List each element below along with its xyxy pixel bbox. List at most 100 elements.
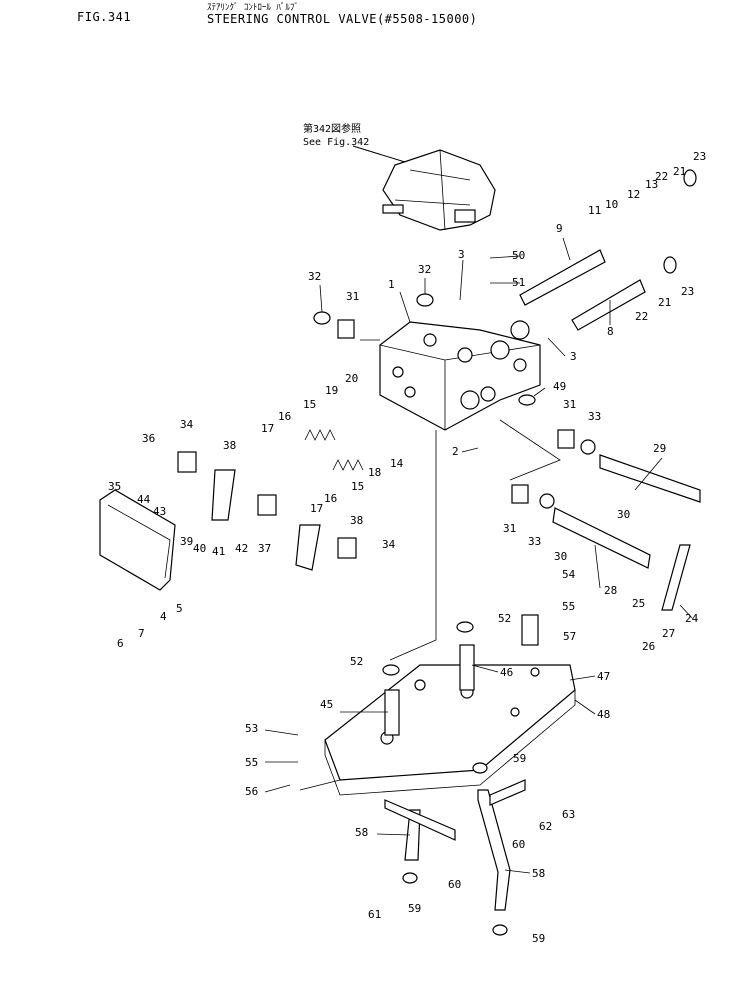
callout-13: 13 [645, 178, 658, 191]
callout-40: 40 [193, 542, 206, 555]
callout-59b: 59 [408, 902, 421, 915]
callout-21b: 21 [658, 296, 671, 309]
callout-3a: 3 [458, 248, 465, 261]
callout-5: 5 [176, 602, 183, 615]
callout-51: 51 [512, 276, 525, 289]
callout-3b: 3 [570, 350, 577, 363]
part-callouts: 1 2 3 3 5 6 7 4 8 9 10 11 12 13 14 15 15… [108, 150, 706, 945]
callout-37: 37 [258, 542, 271, 555]
callout-31a: 31 [346, 290, 359, 303]
callout-20: 20 [345, 372, 358, 385]
shaft-28 [552, 507, 651, 569]
reference-label-en: See Fig.342 [303, 137, 369, 148]
callout-30a: 30 [617, 508, 630, 521]
callout-55a: 55 [562, 600, 575, 613]
bracket-60-right [489, 779, 526, 806]
callout-42: 42 [235, 542, 248, 555]
callout-58b: 58 [532, 867, 545, 880]
oring-59c [492, 924, 508, 936]
callout-58a: 58 [355, 826, 368, 839]
callout-19: 19 [325, 384, 338, 397]
callout-15b: 15 [351, 480, 364, 493]
spool-8 [571, 279, 646, 331]
callout-6: 6 [117, 637, 124, 650]
side-cover-4-5 [99, 489, 176, 591]
callout-46: 46 [500, 666, 513, 679]
oring-23a [683, 169, 697, 187]
bracket-60-left [384, 799, 456, 841]
figure-label: FIG.341 [77, 10, 132, 24]
callout-33a: 33 [588, 410, 601, 423]
callout-38a: 38 [223, 439, 236, 452]
callout-43: 43 [153, 505, 166, 518]
callout-16b: 16 [324, 492, 337, 505]
bushing-31b [557, 429, 575, 449]
callout-29: 29 [653, 442, 666, 455]
ring-33b [539, 493, 555, 509]
callout-60a: 60 [512, 838, 525, 851]
callout-50: 50 [512, 249, 525, 262]
callout-2: 2 [452, 445, 459, 458]
upper-valve-assembly [382, 149, 496, 231]
callout-39: 39 [180, 535, 193, 548]
callout-54: 54 [562, 568, 576, 581]
callout-47: 47 [597, 670, 610, 683]
callout-10: 10 [605, 198, 618, 211]
spring-15-lower [332, 459, 364, 471]
oring-32a [313, 311, 331, 325]
callout-57: 57 [563, 630, 576, 643]
oring-49 [518, 394, 536, 406]
oring-32b [416, 293, 434, 307]
bushing-37 [257, 494, 277, 516]
spring-15-upper [304, 429, 336, 441]
shaft-29 [599, 454, 701, 503]
callout-27: 27 [662, 627, 675, 640]
bushing-31c [511, 484, 529, 504]
oring-59a [472, 762, 488, 774]
callout-18: 18 [368, 466, 381, 479]
callout-55b: 55 [245, 756, 258, 769]
callout-22a: 22 [655, 170, 668, 183]
callout-23a: 23 [693, 150, 706, 163]
oring-23b [663, 256, 677, 274]
callout-16a: 16 [278, 410, 291, 423]
callout-59a: 59 [513, 752, 526, 765]
callout-59c: 59 [532, 932, 545, 945]
callout-22b: 22 [635, 310, 648, 323]
tube-46 [459, 644, 475, 691]
spool-9 [519, 249, 606, 306]
callout-33b: 33 [528, 535, 541, 548]
reference-label-jp: 第342図参照 [303, 122, 361, 135]
callout-45: 45 [320, 698, 333, 711]
callout-32b: 32 [418, 263, 431, 276]
callout-28: 28 [604, 584, 617, 597]
bushing-34b [337, 537, 357, 559]
callout-49: 49 [553, 380, 566, 393]
callout-44: 44 [137, 493, 151, 506]
callout-34b: 34 [382, 538, 396, 551]
callout-11: 11 [588, 204, 601, 217]
callout-36: 36 [142, 432, 155, 445]
callout-21a: 21 [673, 165, 686, 178]
valve-body-1 [379, 320, 541, 431]
callout-23b: 23 [681, 285, 694, 298]
lever-24 [661, 544, 691, 611]
callout-17b: 17 [310, 502, 323, 515]
callout-52a: 52 [498, 612, 511, 625]
ring-33a [580, 439, 596, 455]
callout-63: 63 [562, 808, 575, 821]
callout-25: 25 [632, 597, 645, 610]
oring-59b [402, 872, 418, 884]
callout-9: 9 [556, 222, 563, 235]
lever-38-lower [295, 524, 321, 571]
callout-4: 4 [160, 610, 167, 623]
callout-38b: 38 [350, 514, 363, 527]
callout-52b: 52 [350, 655, 363, 668]
bushing-34a [177, 451, 197, 473]
figure-title: STEERING CONTROL VALVE(#5508-15000) [207, 12, 478, 26]
sleeve-57 [521, 614, 539, 646]
callout-31c: 31 [503, 522, 516, 535]
callout-34a: 34 [180, 418, 194, 431]
callout-8: 8 [607, 325, 614, 338]
